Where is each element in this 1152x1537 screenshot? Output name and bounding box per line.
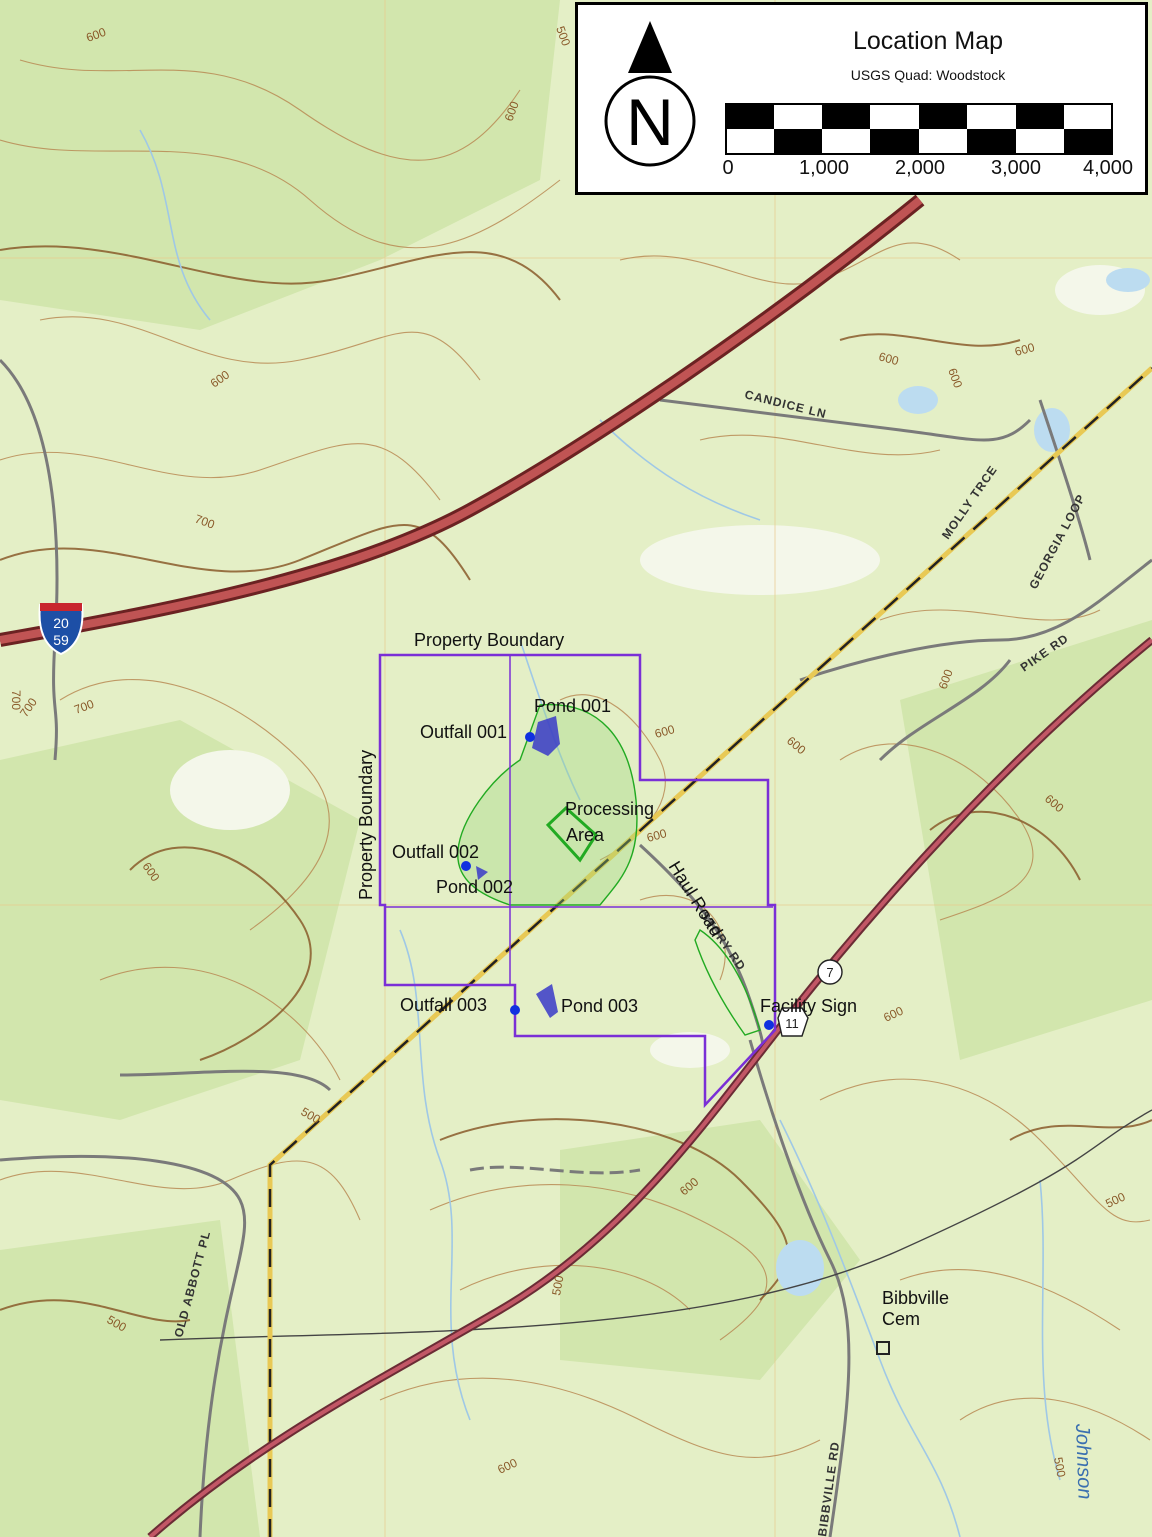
map-title: Location Map xyxy=(852,27,1004,55)
scale-tick-0: 0 xyxy=(722,157,734,179)
processing-area-outline xyxy=(545,805,598,863)
us-highway-11 xyxy=(147,636,1152,1537)
scale-tick-4000: 4,000 xyxy=(1082,157,1134,179)
contour-label: 600 xyxy=(653,722,676,741)
contour-label: 700 xyxy=(193,512,217,532)
contour-label: 600 xyxy=(1013,340,1036,359)
contour-label: 600 xyxy=(645,826,668,845)
label-outfall-001: Outfall 001 xyxy=(420,722,507,742)
contour-label: 600 xyxy=(84,25,108,45)
contour-label: 600 xyxy=(945,366,965,390)
pond-001-shape xyxy=(532,716,560,756)
outfall-001-point xyxy=(525,732,535,742)
disturbed-area xyxy=(457,703,761,1036)
label-facility-sign: Facility Sign xyxy=(760,996,857,1016)
label-pond-003: Pond 003 xyxy=(561,996,638,1016)
site-ponds xyxy=(476,716,560,1018)
label-bibbville-cem-line2: Cem xyxy=(882,1309,920,1329)
north-arrow-circle xyxy=(604,75,696,167)
contour-label: 500 xyxy=(1051,1456,1068,1478)
contour-label: 700 xyxy=(9,690,23,710)
label-outfall-003: Outfall 003 xyxy=(400,995,487,1015)
county-line xyxy=(267,366,1152,1537)
property-boundary xyxy=(378,653,777,1109)
us-route-shield: 11 xyxy=(777,1007,809,1037)
label-pond-001: Pond 001 xyxy=(534,696,611,716)
state-route-shield: 7 xyxy=(817,959,843,985)
contour-label: 500 xyxy=(553,24,573,48)
label-processing-area-line1: Processing xyxy=(565,799,654,819)
label-outfall-002: Outfall 002 xyxy=(392,842,479,862)
label-processing-area-line2: Area xyxy=(566,825,605,845)
interstate-number-20: 20 xyxy=(53,615,69,631)
outfall-points xyxy=(461,732,774,1030)
scale-bar xyxy=(725,103,1113,155)
railroad xyxy=(159,1109,1152,1341)
label-pond-002: Pond 002 xyxy=(436,877,513,897)
dirt-track xyxy=(469,1165,641,1175)
label-property-boundary-left: Property Boundary xyxy=(356,750,376,900)
outfall-003-point xyxy=(510,1005,520,1015)
contour-label: 600 xyxy=(936,667,956,691)
facility-sign-point xyxy=(764,1020,774,1030)
label-bibbville-cem-line1: Bibbville xyxy=(882,1288,949,1308)
interstate-number-59: 59 xyxy=(53,632,69,648)
scale-tick-1000: 1,000 xyxy=(798,157,850,179)
cemetery-icon xyxy=(876,1341,890,1355)
north-arrow-triangle-icon xyxy=(628,21,672,73)
contour-label: 600 xyxy=(502,99,522,123)
outfall-002-point xyxy=(461,861,471,871)
north-letter: N xyxy=(626,85,674,159)
interstate-i20-i59 xyxy=(0,194,925,647)
map-legend: N Location Map USGS Quad: Woodstock 0 1,… xyxy=(575,2,1148,195)
clearings xyxy=(170,265,1145,1068)
label-property-boundary-top: Property Boundary xyxy=(414,630,564,650)
state-route-number: 7 xyxy=(826,965,833,980)
contour-label: 700 xyxy=(72,697,96,717)
pond-003-shape xyxy=(536,984,558,1018)
us-route-number: 11 xyxy=(785,1016,799,1031)
interstate-shield: 20 59 xyxy=(38,603,84,656)
scale-tick-3000: 3,000 xyxy=(990,157,1042,179)
contour-label: 600 xyxy=(877,349,900,368)
north-arrow: N xyxy=(600,17,700,177)
label-johnson-creek: Johnson xyxy=(1071,1422,1096,1499)
contour-label: 500 xyxy=(549,1274,566,1296)
pond-002-shape xyxy=(476,866,488,880)
scale-tick-2000: 2,000 xyxy=(894,157,946,179)
map-subtitle: USGS Quad: Woodstock xyxy=(850,67,1006,83)
